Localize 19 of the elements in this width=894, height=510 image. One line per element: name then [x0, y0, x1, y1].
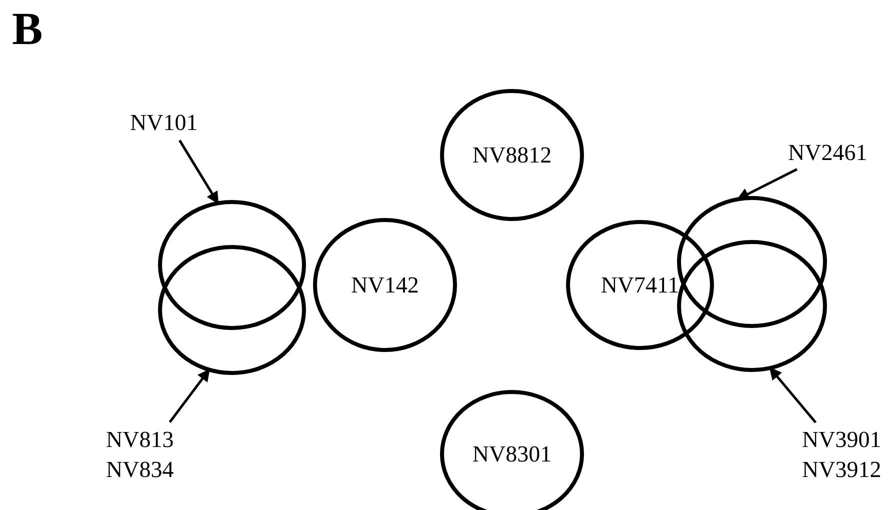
ellipse-outline — [158, 245, 306, 375]
panel-letter: B — [12, 2, 43, 55]
strain-label: NV8301 — [471, 441, 553, 467]
strain-label: NV8812 — [471, 142, 553, 168]
strain-label: NV2461 — [788, 138, 870, 168]
strain-label: NV813 NV834 — [106, 425, 184, 485]
strain-label: NV3901 NV3912 — [802, 425, 884, 485]
ellipse-node — [440, 89, 584, 221]
strain-label: NV101 — [130, 108, 208, 138]
leader-arrow — [769, 367, 817, 424]
strain-label: NV7411 — [600, 272, 680, 298]
ellipse-node — [566, 220, 714, 350]
ellipse-outline — [677, 240, 827, 372]
leader-arrow — [178, 140, 220, 204]
ellipse-node — [313, 218, 457, 352]
ellipse-outline — [158, 200, 306, 330]
ellipse-outline — [677, 196, 827, 328]
leader-arrow — [168, 368, 210, 423]
strain-label: NV142 — [350, 272, 420, 298]
